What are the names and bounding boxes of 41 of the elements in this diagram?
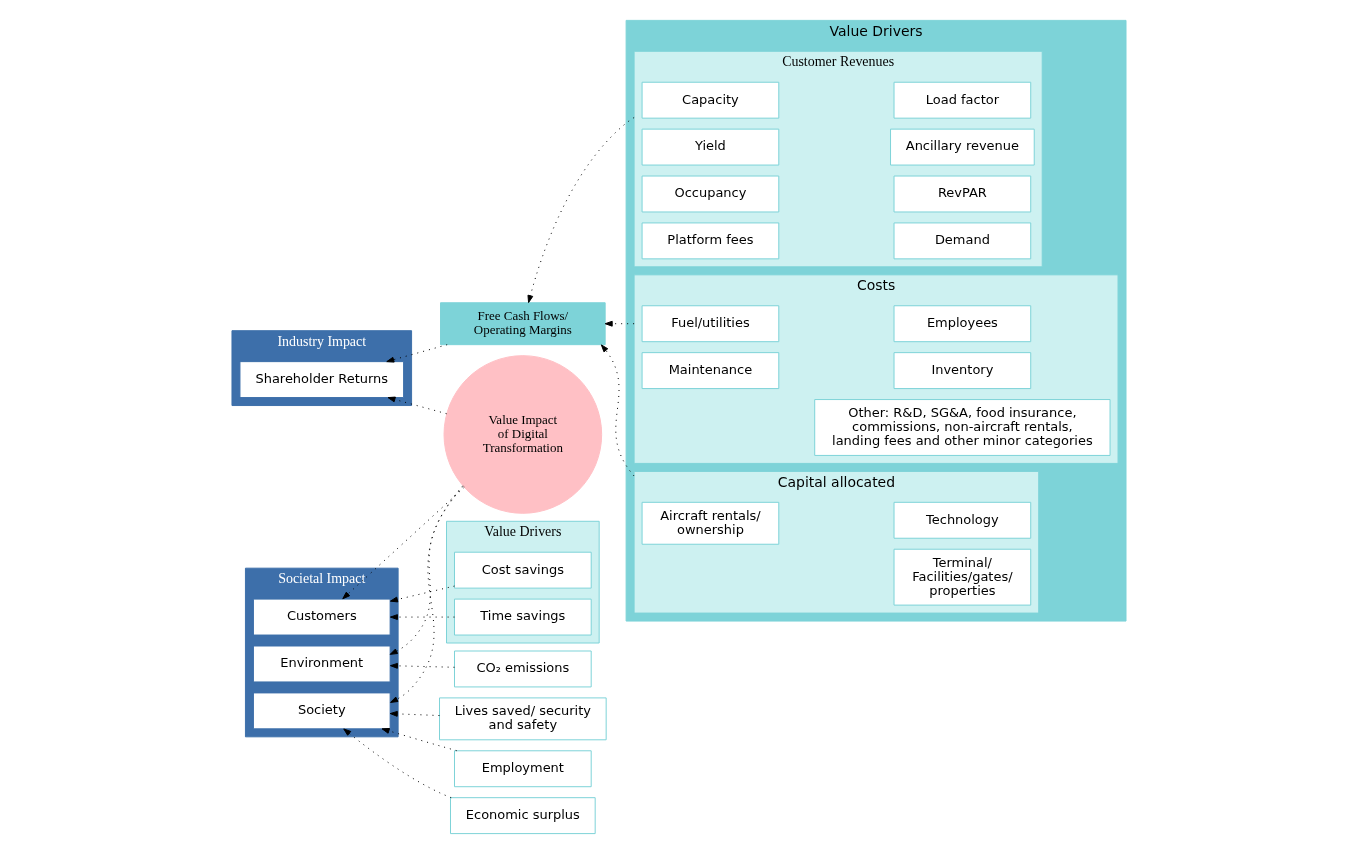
node-box: Shareholder Returns bbox=[239, 361, 405, 399]
node-box: Society bbox=[252, 692, 391, 730]
node-box: Capacity bbox=[641, 81, 780, 119]
node-box: Employment bbox=[454, 750, 592, 788]
node-box: Fuel/utilities bbox=[641, 305, 780, 343]
node-box: Technology bbox=[893, 501, 1032, 539]
arrow bbox=[604, 320, 635, 327]
node-box: CO₂ emissions bbox=[454, 650, 592, 688]
node-box: Other: R&D, SG&A, food insurance, commissions, non-aircraft rentals, landing fees and other minor categories bbox=[814, 399, 1111, 456]
node-box: Environment bbox=[252, 645, 391, 683]
arrow bbox=[389, 614, 455, 620]
node-box: Aircraft rentals/ ownership bbox=[641, 501, 780, 545]
node-box: Time savings bbox=[454, 598, 592, 636]
node-box: Yield bbox=[641, 128, 780, 166]
arrow bbox=[387, 396, 448, 415]
node-box: Maintenance bbox=[641, 352, 780, 390]
arrow bbox=[386, 344, 448, 363]
node-box: Demand bbox=[893, 222, 1032, 260]
arrow bbox=[390, 485, 464, 703]
arrow bbox=[342, 486, 465, 600]
node-box: Ancillary revenue bbox=[890, 128, 1035, 166]
node-box: RevPAR bbox=[893, 175, 1032, 213]
node-box: Platform fees bbox=[641, 222, 780, 260]
node-box: Economic surplus bbox=[450, 797, 596, 835]
arrow bbox=[600, 344, 635, 477]
node-box: Inventory bbox=[893, 352, 1032, 390]
node-box: Lives saved/ security and safety bbox=[439, 697, 607, 741]
node-circle: Value Impact of Digital Transformation bbox=[443, 355, 603, 514]
arrow bbox=[381, 728, 458, 752]
node-box: Employees bbox=[893, 305, 1032, 343]
node-box: Load factor bbox=[893, 81, 1032, 119]
arrow bbox=[389, 662, 455, 669]
arrow bbox=[527, 117, 635, 304]
node-box: Customers bbox=[252, 598, 391, 636]
arrow bbox=[389, 585, 455, 603]
node-box: Cost savings bbox=[454, 551, 592, 589]
node-box: Occupancy bbox=[641, 175, 780, 213]
arrow bbox=[389, 710, 440, 717]
node-box: Free Cash Flows/ Operating Margins bbox=[440, 302, 606, 346]
arrow bbox=[343, 728, 452, 799]
node-box: Terminal/ Facilities/gates/ properties bbox=[893, 548, 1032, 606]
